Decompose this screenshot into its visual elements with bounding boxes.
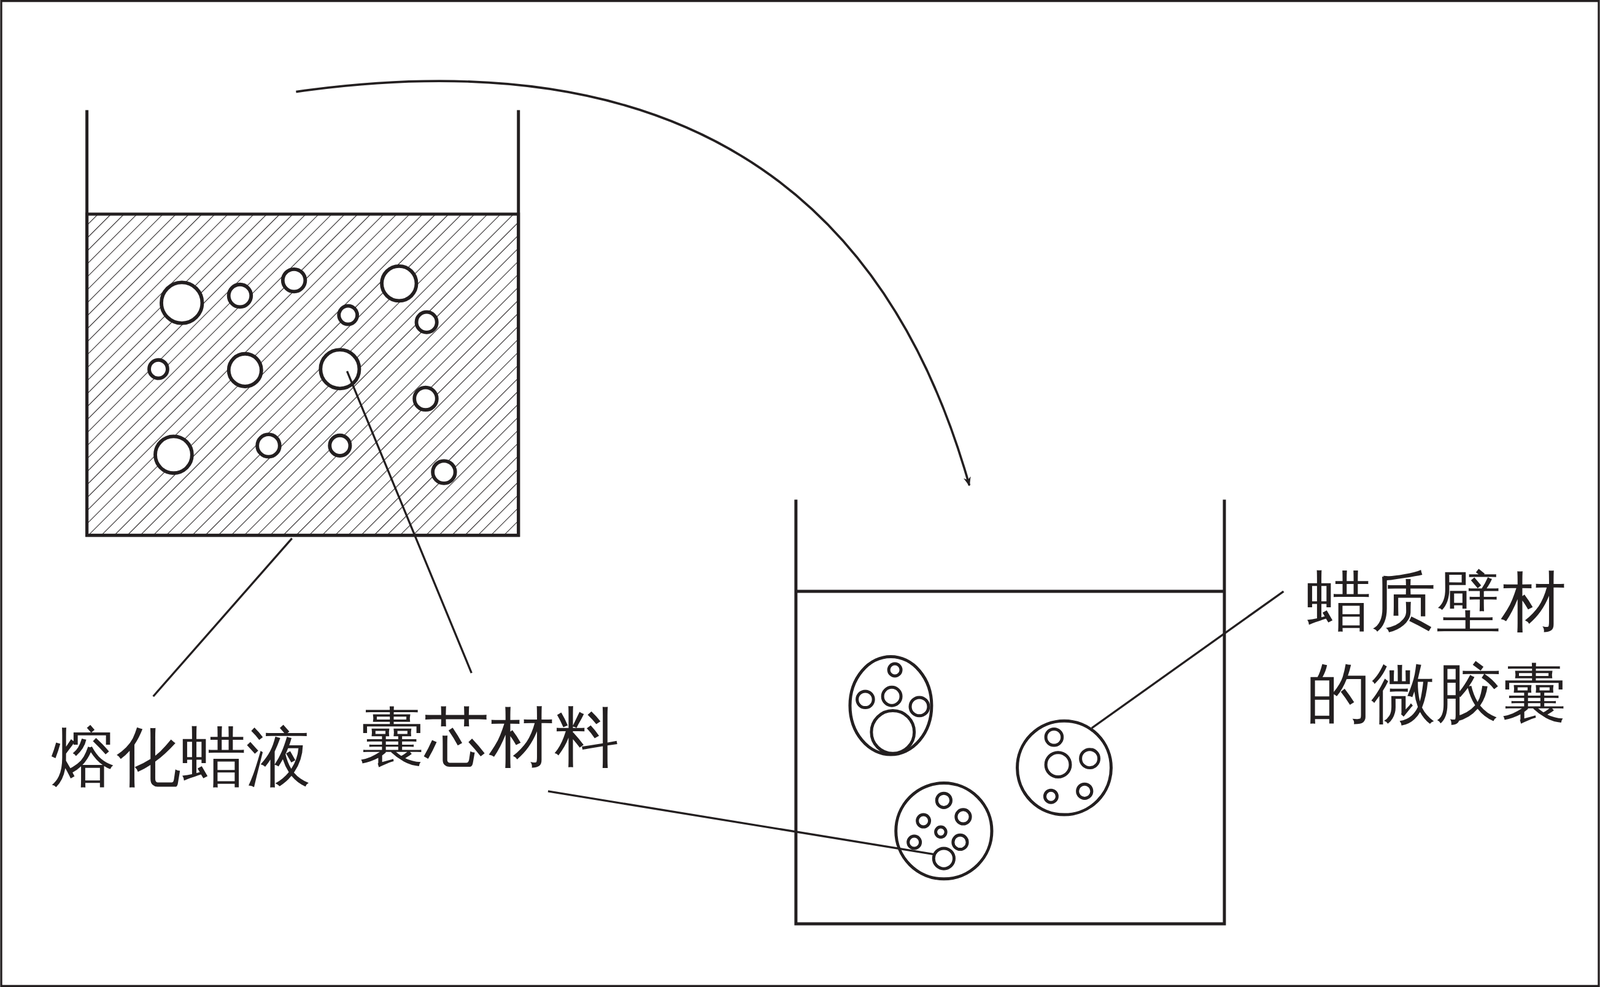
label: 蜡质壁材 的微胶囊 xyxy=(1306,556,1586,741)
core-droplets xyxy=(149,266,456,484)
label: 囊芯材料 xyxy=(359,691,620,784)
microcapsules xyxy=(850,656,1112,879)
beaker xyxy=(796,499,1225,924)
molten-wax xyxy=(87,214,519,536)
leader-lines xyxy=(153,371,1284,855)
liquid-surface xyxy=(796,590,1225,594)
transfer-arrow xyxy=(295,81,970,486)
label: 熔化蜡液 xyxy=(50,711,312,804)
beaker xyxy=(87,110,519,536)
